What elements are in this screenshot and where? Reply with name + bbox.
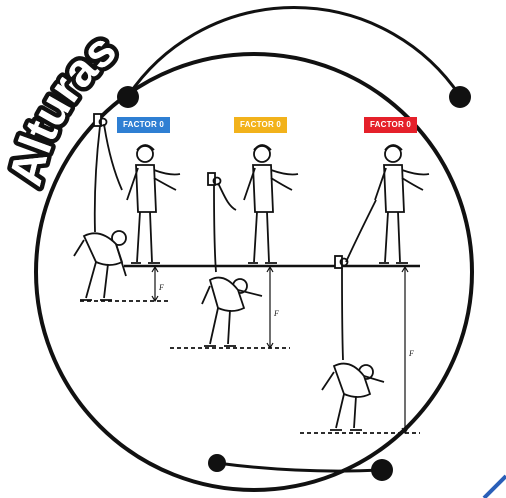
fallen-worker [74,231,126,300]
standing-worker [375,145,429,263]
factor-badge-2: FACTOR 0 [234,117,287,133]
lanyard [214,185,216,272]
fall-distance-label: F [273,309,279,318]
factor-badge-3: FACTOR 0 [364,117,417,133]
factor-badge-1: FACTOR 0 [117,117,170,133]
standing-worker [244,145,298,263]
standing-worker [127,145,180,263]
lanyard [342,268,343,360]
bottom-arc-dot-right [371,459,393,481]
panel-3: F [300,145,429,433]
fallen-worker [322,364,384,430]
accent-stroke [484,476,506,498]
fallen-worker [202,278,262,346]
panel-1: F [74,114,180,301]
top-arc-dot-right [449,86,471,108]
panel-2: F [170,145,298,348]
bottom-arc-dot-left [208,454,226,472]
fall-distance-label: F [408,349,414,358]
lanyard [95,126,100,232]
top-arc-dot-left [117,86,139,108]
fall-distance-label: F [158,283,164,292]
